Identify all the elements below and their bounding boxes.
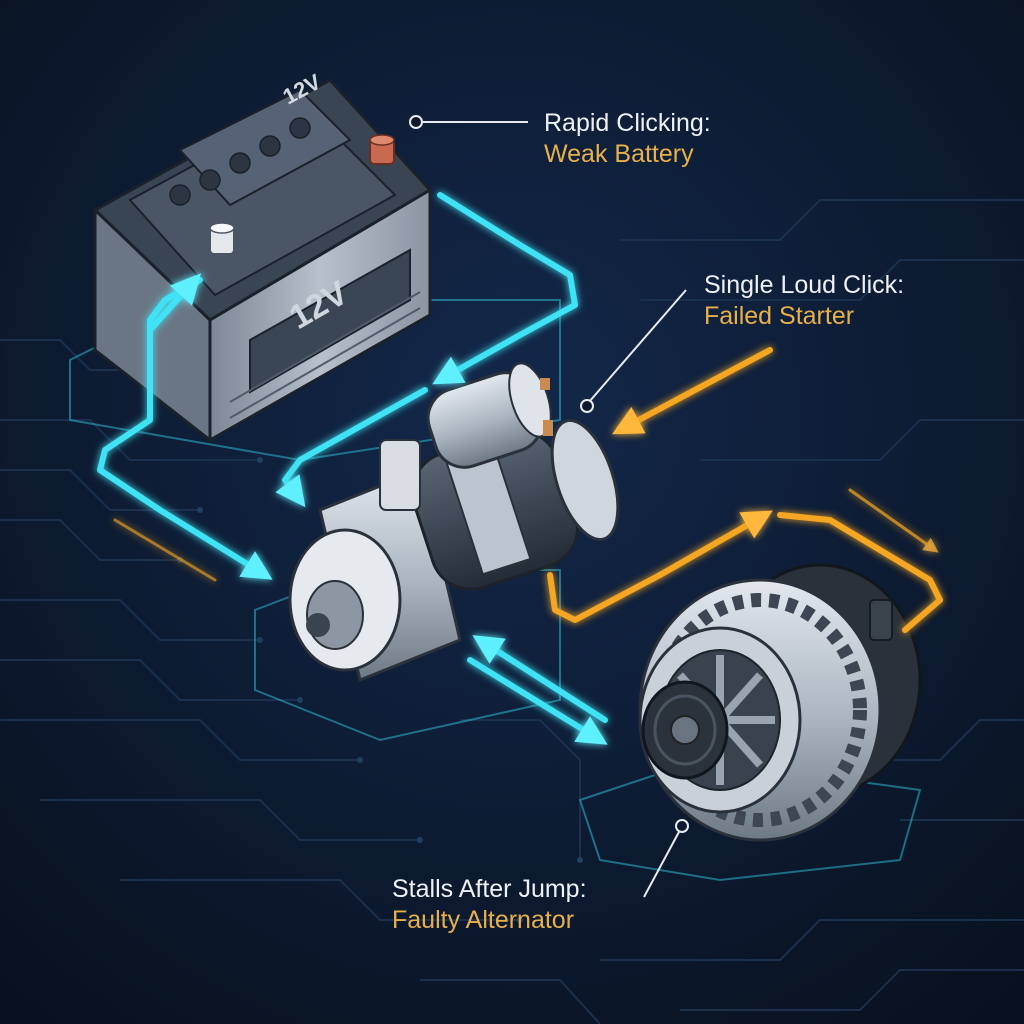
flow-starter-to-alternator xyxy=(467,657,608,745)
symptom-label: Rapid Clicking: xyxy=(544,109,711,137)
symptom-label: Stalls After Jump: xyxy=(392,875,587,903)
callout-leaders xyxy=(422,121,687,898)
flow-starter-up-to-battery xyxy=(147,273,202,333)
flow-loop-to-starter xyxy=(275,387,428,508)
cause-label: Weak Battery xyxy=(544,139,694,168)
flow-alternator-to-starter xyxy=(472,635,608,723)
flow-amber-into-starter xyxy=(612,347,773,435)
flow-battery-to-starter xyxy=(432,192,578,385)
callout-failed-starter: Single Loud Click: Failed Starter xyxy=(704,270,904,331)
callout-weak-battery: Rapid Clicking: Weak Battery xyxy=(544,108,711,169)
flow-amber-top-right xyxy=(848,488,939,553)
current-flow-cyan xyxy=(97,192,608,745)
symptom-label: Single Loud Click: xyxy=(704,271,905,299)
flow-amber-alternator-out xyxy=(777,512,943,633)
car-battery-icon: 12V 12V xyxy=(92,69,433,444)
cause-label: Faulty Alternator xyxy=(392,905,575,934)
anchor-starter xyxy=(580,399,594,413)
alternator-icon xyxy=(638,563,922,842)
cause-label: Failed Starter xyxy=(704,301,855,330)
flow-amber-alternator-loop xyxy=(547,510,773,623)
flow-left-return xyxy=(97,277,273,580)
anchor-alternator xyxy=(675,819,689,833)
current-flow-amber xyxy=(113,347,943,633)
starter-motor-icon xyxy=(288,362,620,683)
anchor-battery xyxy=(409,115,423,129)
callout-anchors xyxy=(409,115,689,833)
circuit-traces xyxy=(0,199,1024,1024)
flow-amber-left-streak xyxy=(113,518,217,582)
callout-faulty-alternator: Stalls After Jump: Faulty Alternator xyxy=(392,874,587,935)
